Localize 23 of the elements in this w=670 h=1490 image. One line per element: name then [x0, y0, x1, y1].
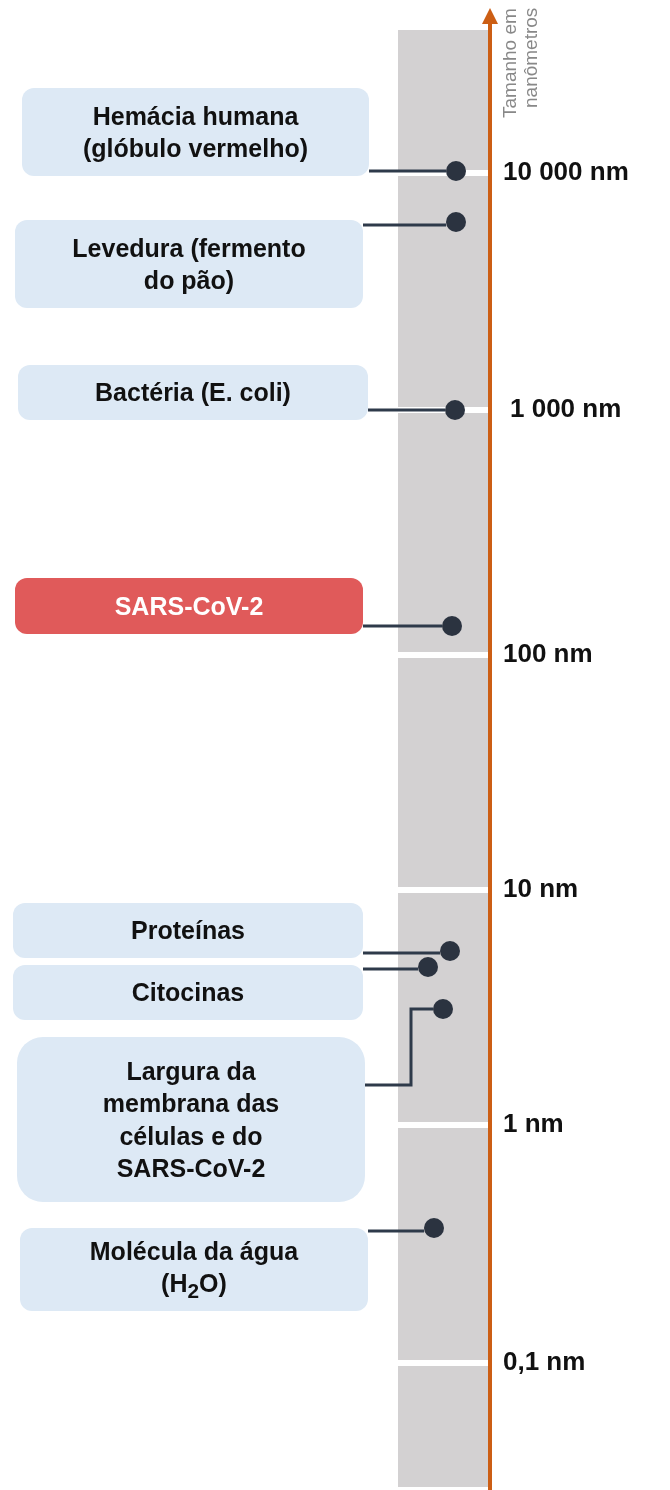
- label-box: Proteínas: [13, 903, 363, 958]
- tick-label: 1 000 nm: [510, 393, 622, 424]
- label-box: Largura da membrana das células e do SARS-CoV-2: [17, 1037, 365, 1202]
- tick-label: 10 nm: [503, 873, 579, 904]
- leader-line: [363, 624, 442, 628]
- tick-label: 10 000 nm: [503, 156, 629, 187]
- leader-line: [368, 1229, 424, 1233]
- leader-line: [363, 967, 418, 971]
- axis-title: Tamanho em nanômetros: [500, 8, 542, 120]
- leader-line: [363, 223, 446, 227]
- tick-label: 0,1 nm: [503, 1346, 586, 1377]
- label-box: Bactéria (E. coli): [18, 365, 368, 420]
- leader-line: [365, 1007, 433, 1087]
- leader-line: [363, 951, 440, 955]
- label-box: Hemácia humana (glóbulo vermelho): [22, 88, 369, 176]
- tick-label: 1 nm: [503, 1108, 564, 1139]
- label-box: Molécula da água (H$_{2}$O): [20, 1228, 368, 1311]
- label-box: SARS-CoV-2: [15, 578, 363, 634]
- tick-label: 100 nm: [503, 638, 593, 669]
- label-box: Citocinas: [13, 965, 363, 1020]
- leader-line: [368, 408, 445, 412]
- label-box: Levedura (fermento do pão): [15, 220, 363, 308]
- leader-line: [369, 169, 446, 173]
